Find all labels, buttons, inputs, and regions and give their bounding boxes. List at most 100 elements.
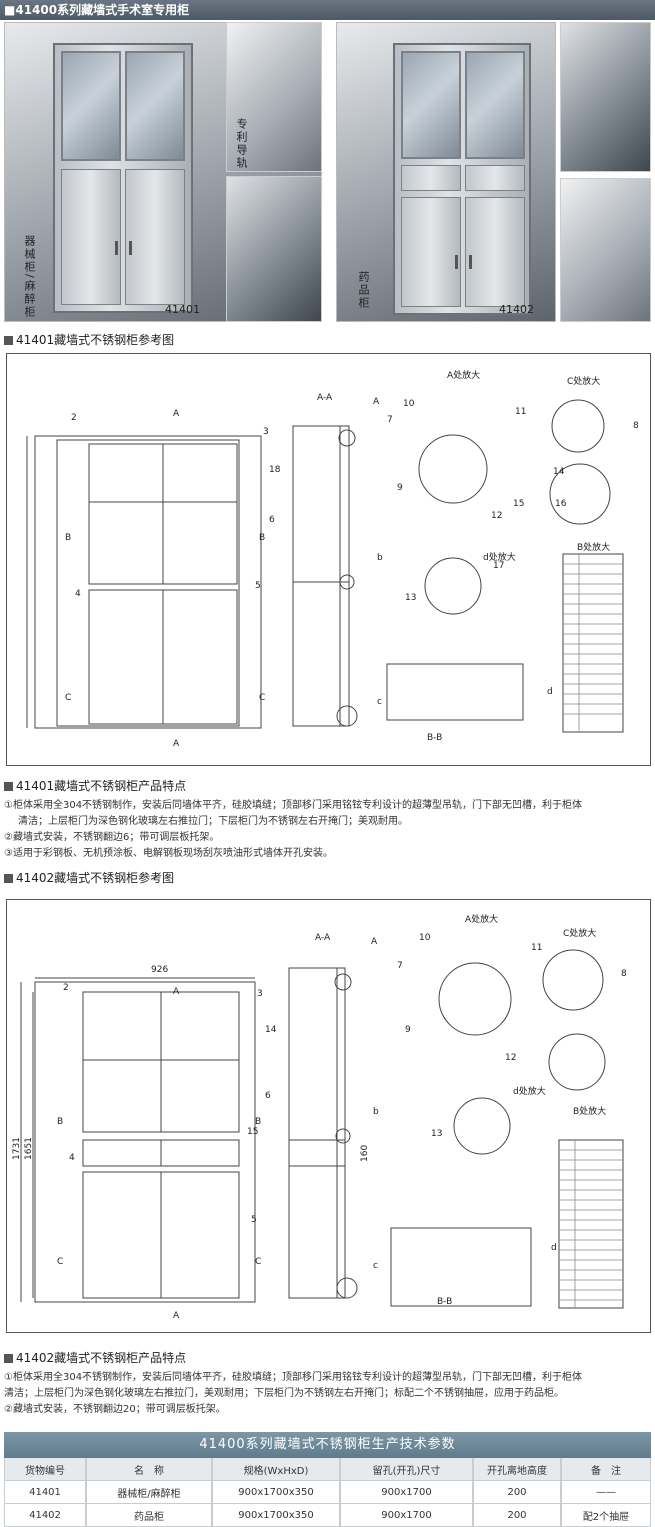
label-A-section: A <box>373 397 380 407</box>
page-title: ■41400系列藏墙式手术室专用柜 <box>0 0 655 20</box>
label-c-detail-2: C处放大 <box>563 927 596 939</box>
svg-text:8: 8 <box>621 969 627 979</box>
label-C-left: C <box>65 693 71 703</box>
dim-height-outer: 1731 <box>12 1137 22 1160</box>
svg-text:15: 15 <box>513 499 524 509</box>
rail-profile-photo <box>226 22 322 172</box>
label-d-2: d <box>551 1243 557 1253</box>
feature-41401-line-4: ③适用于彩钢板、无机预涂板、电解钢板现场刮灰喷油形式墙体开孔安装。 <box>4 848 333 859</box>
svg-text:17: 17 <box>493 561 504 571</box>
spec-col-header: 备 注 <box>561 1458 651 1481</box>
photo-cabinet-41402: 药品柜 41402 <box>336 22 556 322</box>
svg-text:4: 4 <box>75 589 81 599</box>
label-d-detail: d处放大 <box>483 551 516 563</box>
svg-text:14: 14 <box>553 467 565 477</box>
feature-41401-line-3: ②藏墙式安装，不锈钢翻边6；带可调层板托架。 <box>4 832 220 843</box>
door-pull-photo <box>226 176 322 322</box>
spec-cell: 900x1700x350 <box>212 1481 340 1504</box>
svg-text:13: 13 <box>405 593 416 603</box>
label-d: d <box>547 687 553 697</box>
svg-text:5: 5 <box>251 1215 257 1225</box>
feature-41402-line-1: ①柜体采用全304不锈钢制作，安装后同墙体平齐，硅胶填缝；顶部移门采用铭铉专利设… <box>4 1372 583 1383</box>
section-heading-41401-drawing: 41401藏墙式不锈钢柜参考图 <box>4 332 174 348</box>
drawer-photo <box>560 22 651 172</box>
cabinet-41402-type-label: 药品柜 <box>357 271 370 310</box>
label-A-section-2: A <box>371 937 378 947</box>
svg-text:14: 14 <box>265 1025 277 1035</box>
table-row: 41401 器械柜/麻醉柜 900x1700x350 900x1700 200 … <box>4 1481 651 1504</box>
spec-cell: 41401 <box>4 1481 86 1504</box>
svg-text:16: 16 <box>555 499 567 509</box>
spec-table-header: 货物编号 名 称 规格(WxHxD) 留孔(开孔)尺寸 开孔离地高度 备 注 <box>4 1458 651 1481</box>
recessed-handle-photo <box>560 178 651 322</box>
label-aa-2: A-A <box>315 933 331 943</box>
cabinet-41402-model: 41402 <box>499 303 534 316</box>
feature-41402-line-2: 清洁；上层柜门为深色钢化玻璃左右推拉门，美观耐用；下层柜门为不锈钢左右开掩门；标… <box>4 1388 564 1399</box>
feature-41401-line-2: 清洁；上层柜门为深色钢化玻璃左右推拉门；下层柜门为不锈钢左右开掩门；美观耐用。 <box>18 816 408 827</box>
label-C-right: C <box>259 693 265 703</box>
cabinet-41401-model: 41401 <box>165 303 200 316</box>
spec-cell: 配2个抽屉 <box>561 1504 651 1527</box>
dim-height-inner: 1651 <box>24 1137 34 1160</box>
label-c: c <box>377 697 382 707</box>
drawing-41402: 926 1731 1651 160 A-A A处放大 C处放大 B处放大 d处放… <box>6 899 651 1333</box>
svg-text:7: 7 <box>397 961 403 971</box>
label-C-left-2: C <box>57 1257 63 1267</box>
spec-cell: 900x1700 <box>340 1504 473 1527</box>
drawing-41401-svg: A-A A处放大 C处放大 B处放大 d处放大 B-B A A B B C C … <box>26 369 639 749</box>
svg-text:2: 2 <box>63 983 69 993</box>
label-bb-2: B-B <box>437 1297 452 1307</box>
svg-text:10: 10 <box>419 933 431 943</box>
label-d-detail-2: d处放大 <box>513 1085 546 1097</box>
label-b-detail: B处放大 <box>577 541 610 553</box>
label-b-detail-2: B处放大 <box>573 1105 606 1117</box>
label-b-2: b <box>373 1107 379 1117</box>
svg-text:15: 15 <box>247 1127 258 1137</box>
label-a-detail: A处放大 <box>447 369 480 381</box>
svg-text:18: 18 <box>269 465 281 475</box>
svg-text:9: 9 <box>405 1025 411 1035</box>
spec-col-header: 名 称 <box>86 1458 212 1481</box>
spec-col-header: 规格(WxHxD) <box>212 1458 340 1481</box>
spec-cell: —— <box>561 1481 651 1504</box>
patent-rail-label: 专利导轨 <box>235 118 248 170</box>
svg-text:5: 5 <box>255 581 261 591</box>
section-heading-41402-drawing: 41402藏墙式不锈钢柜参考图 <box>4 870 174 886</box>
spec-cell: 200 <box>473 1481 561 1504</box>
section-heading-41401-features: 41401藏墙式不锈钢柜产品特点 <box>4 778 186 794</box>
spec-cell: 41402 <box>4 1504 86 1527</box>
spec-col-header: 货物编号 <box>4 1458 86 1481</box>
drawing-41401: A-A A处放大 C处放大 B处放大 d处放大 B-B A A B B C C … <box>6 353 651 766</box>
label-A-bottom-2: A <box>173 1311 180 1321</box>
svg-text:8: 8 <box>633 421 639 431</box>
svg-text:3: 3 <box>263 427 269 437</box>
feature-41401-line-1: ①柜体采用全304不锈钢制作，安装后同墙体平齐，硅胶填缝；顶部移门采用铭铉专利设… <box>4 800 583 811</box>
label-B-left-2: B <box>57 1117 63 1127</box>
photo-cabinet-41401: 器械柜/麻醉柜 41401 <box>4 22 322 322</box>
feature-41402-line-3: ②藏墙式安装，不锈钢翻边20；带可调层板托架。 <box>4 1404 226 1415</box>
label-B-left: B <box>65 533 71 543</box>
label-bb: B-B <box>427 733 442 743</box>
spec-cell: 900x1700 <box>340 1481 473 1504</box>
dim-width: 926 <box>151 965 168 975</box>
svg-text:11: 11 <box>531 943 542 953</box>
svg-text:7: 7 <box>387 415 393 425</box>
svg-text:13: 13 <box>431 1129 442 1139</box>
section-heading-41402-features: 41402藏墙式不锈钢柜产品特点 <box>4 1350 186 1366</box>
label-B-right-2: B <box>255 1117 261 1127</box>
label-c-detail: C处放大 <box>567 375 600 387</box>
label-A-top-2: A <box>173 987 180 997</box>
label-A-bottom: A <box>173 739 180 749</box>
label-a-detail-2: A处放大 <box>465 913 498 925</box>
spec-table: 货物编号 名 称 规格(WxHxD) 留孔(开孔)尺寸 开孔离地高度 备 注 4… <box>4 1458 651 1527</box>
label-C-right-2: C <box>255 1257 261 1267</box>
svg-text:12: 12 <box>491 511 502 521</box>
drawing-41402-svg: 926 1731 1651 160 A-A A处放大 C处放大 B处放大 d处放… <box>12 913 627 1321</box>
spec-cell: 器械柜/麻醉柜 <box>86 1481 212 1504</box>
svg-text:9: 9 <box>397 483 403 493</box>
label-B-right: B <box>259 533 265 543</box>
svg-text:6: 6 <box>265 1091 271 1101</box>
cabinet-41401-type-label: 器械柜/麻醉柜 <box>23 235 36 319</box>
svg-text:3: 3 <box>257 989 263 999</box>
svg-text:11: 11 <box>515 407 526 417</box>
